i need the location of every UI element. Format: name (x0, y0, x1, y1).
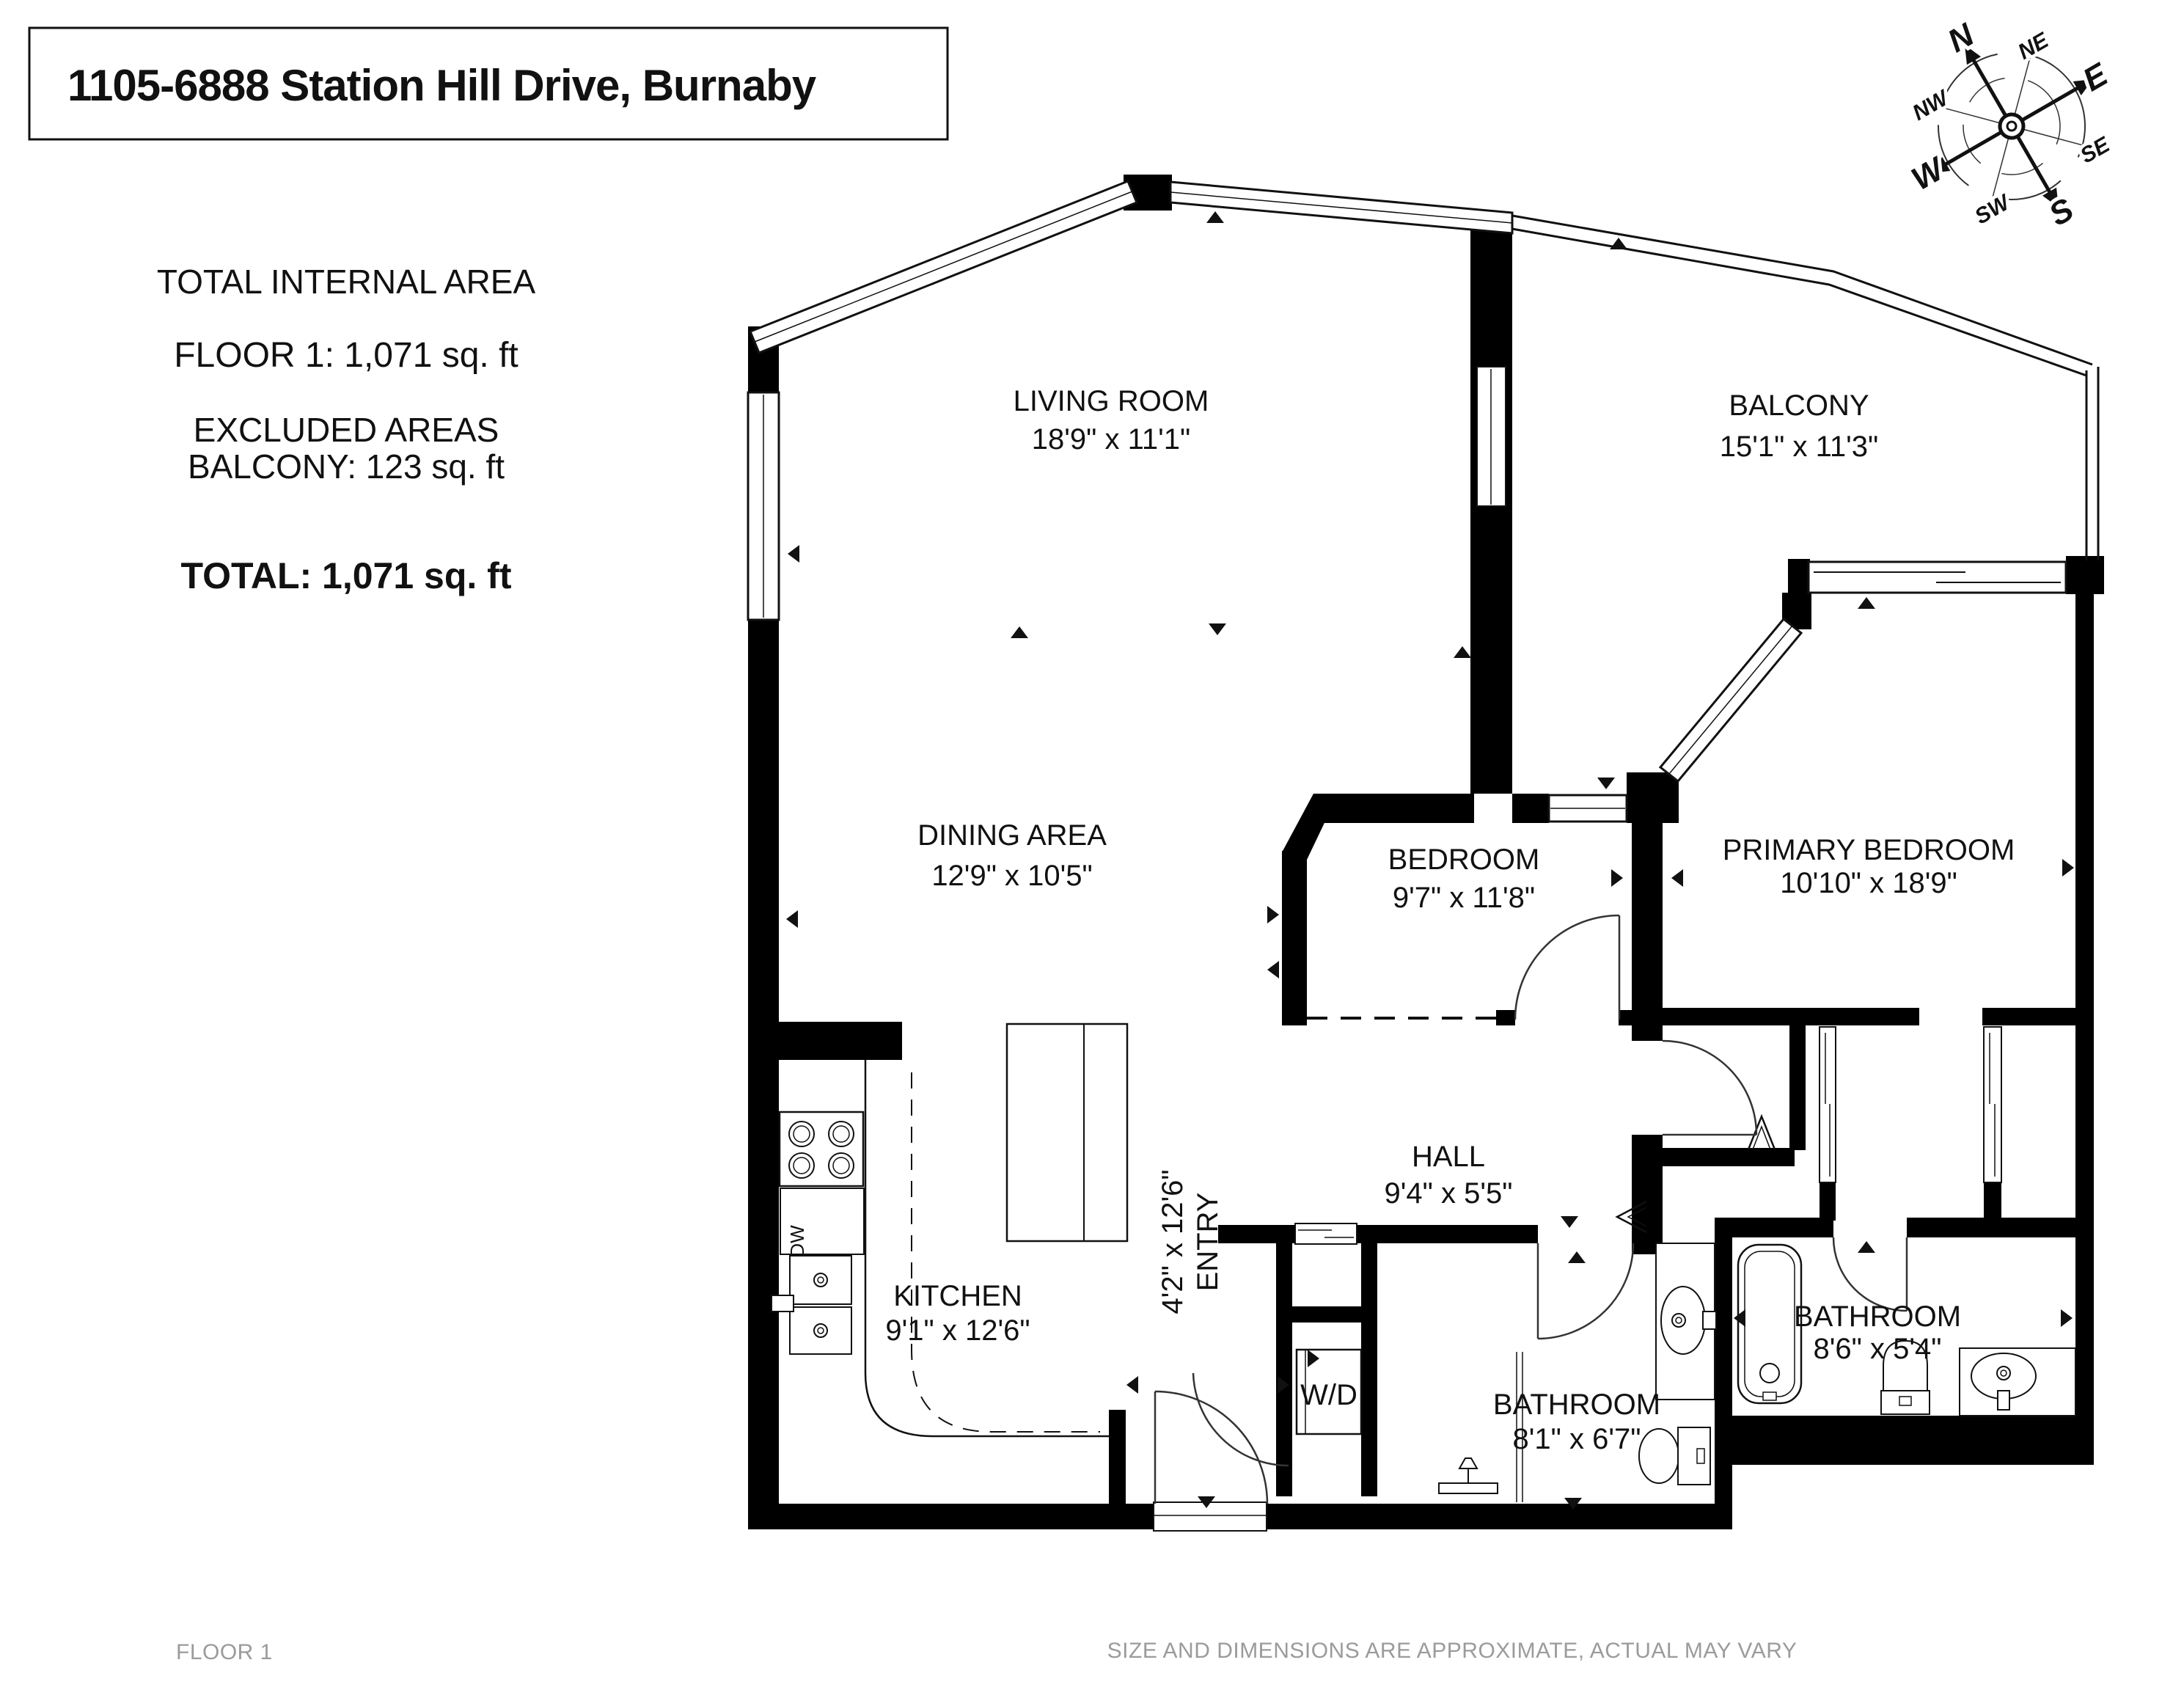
bath2-vanity (1959, 1347, 2076, 1416)
direction-marker-icon (1734, 1309, 1745, 1327)
washer-dryer-icon (1295, 1348, 1363, 1435)
title-box: 1105-6888 Station Hill Drive, Burnaby (28, 26, 949, 141)
direction-marker-icon (1568, 1251, 1586, 1263)
direction-marker-icon (2062, 859, 2074, 877)
balcony-railing (1511, 214, 2100, 560)
kitchen-label: KITCHEN (893, 1280, 1022, 1312)
walls (748, 175, 2104, 1529)
compass-icon: N NE E SE S SW W NW (1902, 12, 2118, 237)
kitchen-sink-icon (771, 1255, 852, 1355)
hall-dims: 9'4" x 5'5" (1385, 1177, 1513, 1210)
direction-marker-icon (1011, 626, 1028, 638)
door-swings (1154, 914, 1908, 1504)
direction-marker-icon (2061, 1309, 2073, 1327)
footer-disclaimer: SIZE AND DIMENSIONS ARE APPROXIMATE, ACT… (1107, 1639, 1798, 1663)
direction-marker-icon (1561, 1216, 1578, 1228)
direction-marker-icon (1126, 1376, 1138, 1394)
kitchen-fixtures (771, 1023, 1129, 1438)
summary-heading: TOTAL INTERNAL AREA (157, 263, 536, 301)
bath2-tub-icon (1737, 1243, 1803, 1405)
direction-marker-icon (1278, 1376, 1289, 1394)
direction-marker-icon (1671, 869, 1683, 887)
direction-marker-icon (1308, 1350, 1319, 1367)
dw-label: DW (786, 1225, 808, 1257)
entry-label: ENTRY (1192, 1193, 1224, 1292)
compass-sw: SW (1971, 189, 2015, 229)
dishwasher-icon (780, 1188, 865, 1255)
stove-icon (778, 1111, 865, 1188)
direction-marker-icon (1858, 597, 1875, 609)
bathroom1-fixtures (1438, 1243, 1717, 1502)
entry-dims: 4'2" x 12'6" (1157, 1169, 1189, 1314)
closet-doors (1294, 1026, 2002, 1245)
bath1-toilet-icon (1638, 1427, 1711, 1485)
bathroom1-dims: 8'1" x 6'7" (1513, 1423, 1641, 1455)
direction-marker-icon (1267, 961, 1279, 978)
compass-arrowheads (1930, 45, 2093, 208)
balcony-label: BALCONY (1729, 389, 1869, 422)
direction-marker-icon (1206, 211, 1224, 223)
summary-excluded-heading: EXCLUDED AREAS (194, 411, 499, 449)
direction-marker-icon (1454, 646, 1471, 658)
dining-area-dims: 12'9" x 10'5" (931, 860, 1092, 892)
direction-marker-icon (1611, 869, 1623, 887)
direction-markers (786, 211, 2074, 1510)
page-title: 1105-6888 Station Hill Drive, Burnaby (67, 61, 817, 110)
direction-marker-icon (1198, 1496, 1215, 1508)
kitchen-counter (864, 1060, 1109, 1438)
summary-excluded-balcony: BALCONY: 123 sq. ft (188, 447, 505, 486)
title-box-border (28, 26, 949, 141)
bath1-shower-icon (1438, 1457, 1498, 1494)
direction-marker-icon (1597, 778, 1615, 789)
primary-bedroom-dims: 10'10" x 18'9" (1780, 867, 1957, 899)
bathroom1-label: BATHROOM (1493, 1389, 1660, 1421)
area-summary: TOTAL INTERNAL AREA FLOOR 1: 1,071 sq. f… (157, 263, 536, 596)
hall-label: HALL (1412, 1141, 1485, 1173)
bath2-toilet-icon (1880, 1339, 1930, 1415)
bedroom-label: BEDROOM (1388, 844, 1540, 876)
summary-total: TOTAL: 1,071 sq. ft (180, 555, 511, 596)
compass-ne: NE (2014, 28, 2053, 65)
kitchen-island (1005, 1023, 1129, 1243)
footer-floor-label: FLOOR 1 (176, 1640, 273, 1664)
bathroom2-fixtures (1737, 1243, 2076, 1416)
direction-marker-icon (1564, 1498, 1582, 1510)
bathroom2-dims: 8'6" x 5'4" (1814, 1333, 1942, 1365)
direction-marker-icon (786, 910, 798, 928)
windows (747, 180, 2067, 823)
bathroom2-label: BATHROOM (1794, 1301, 1961, 1333)
room-labels: LIVING ROOM 18'9" x 11'1" BALCONY 15'1" … (786, 385, 2015, 1455)
direction-marker-icon (1267, 906, 1279, 923)
direction-marker-icon (1610, 238, 1627, 249)
compass-se: SE (2076, 132, 2114, 168)
dining-area-label: DINING AREA (917, 819, 1107, 852)
kitchen-dims: 9'1" x 12'6" (885, 1314, 1030, 1347)
balcony-dims: 15'1" x 11'3" (1720, 431, 1878, 463)
living-room-dims: 18'9" x 11'1" (1032, 423, 1190, 456)
direction-marker-icon (1858, 1241, 1875, 1253)
primary-bedroom-label: PRIMARY BEDROOM (1723, 834, 2015, 866)
summary-floor1: FLOOR 1: 1,071 sq. ft (174, 336, 518, 375)
direction-marker-icon (788, 545, 799, 563)
bedroom-dims: 9'7" x 11'8" (1393, 882, 1535, 914)
living-room-label: LIVING ROOM (1014, 385, 1209, 417)
entry-door-opening (1153, 1501, 1267, 1532)
direction-marker-icon (1209, 623, 1226, 635)
footer: FLOOR 1 SIZE AND DIMENSIONS ARE APPROXIM… (176, 1639, 1797, 1664)
wd-label: W/D (1300, 1379, 1357, 1411)
